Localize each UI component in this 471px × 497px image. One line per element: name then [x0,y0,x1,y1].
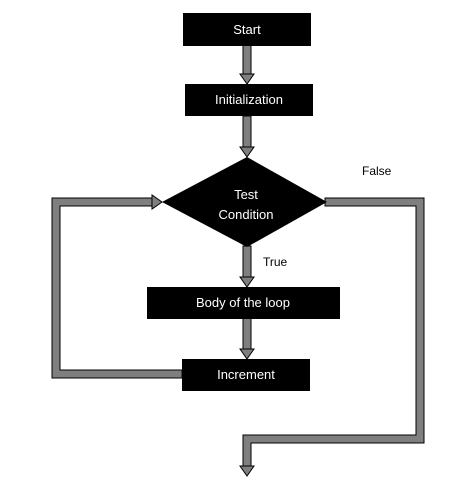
connector-init-to-condition [242,115,252,149]
initialization-label: Initialization [215,92,283,107]
arrowhead-false-exit [239,465,255,477]
false-label: False [362,164,392,178]
node-initialization: Initialization [185,84,313,116]
node-start: Start [183,13,311,46]
true-label: True [263,255,288,269]
body-box [147,287,340,319]
connector-body-to-increment [242,317,252,351]
initialization-box [185,84,313,116]
arrowhead-loop-back [151,194,163,210]
connector-condition-to-body [242,245,252,279]
test-condition-label-line1: Test [234,187,258,202]
node-body-of-loop: Body of the loop [147,287,340,319]
arrowhead-body-to-increment [239,348,255,360]
node-test-condition: Test Condition [162,157,327,247]
arrowhead-init-to-condition [239,146,255,158]
start-box [183,13,311,46]
connector-start-to-init [242,44,252,76]
connectors [51,44,425,477]
connector-false-exit [242,197,425,468]
body-label: Body of the loop [196,295,290,310]
test-condition-label-line2: Condition [219,207,274,222]
node-increment: Increment [182,359,310,391]
increment-box [182,359,310,391]
arrowhead-condition-to-body [239,276,255,288]
start-label: Start [233,22,261,37]
test-condition-diamond [162,157,327,247]
increment-label: Increment [217,367,275,382]
arrowhead-start-to-init [239,73,255,85]
